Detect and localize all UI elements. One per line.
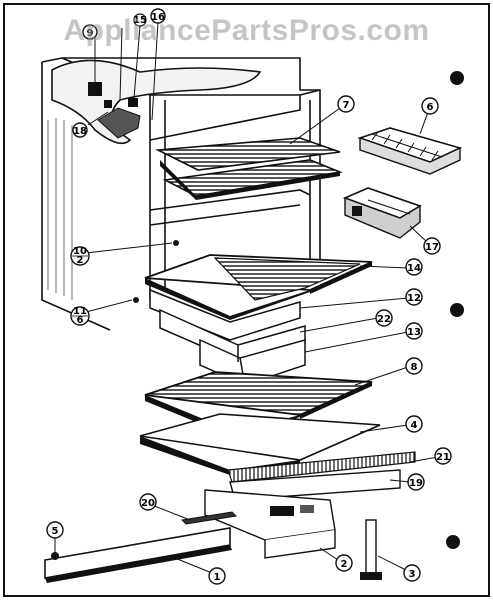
callout-7-label: 7 (343, 100, 350, 111)
callout-21: 21 (434, 447, 452, 465)
callout-12-label: 12 (407, 293, 421, 304)
callout-8: 8 (405, 357, 423, 375)
callout-11: 11 6 (70, 306, 90, 326)
ice-tray (357, 127, 463, 175)
leveling-leg (360, 519, 382, 580)
callout-17-label: 17 (425, 242, 439, 253)
callout-9-label: 9 (87, 28, 94, 39)
callout-19-label: 19 (409, 478, 423, 489)
callout-12: 12 (405, 288, 423, 306)
callout-15: 15 (133, 13, 147, 27)
callout-11-sub: 6 (77, 315, 84, 326)
callout-19: 19 (407, 473, 425, 491)
callout-6: 6 (421, 97, 439, 115)
callout-10-sub: 2 (77, 255, 84, 266)
callout-22-label: 22 (377, 314, 391, 325)
callout-18-label: 18 (73, 126, 87, 137)
ice-maker (342, 187, 422, 239)
callout-3-label: 3 (409, 569, 416, 580)
diagram-border (3, 3, 490, 597)
callout-15-label: 15 (133, 15, 147, 26)
cabinet-side-shading (47, 118, 73, 300)
callout-4-label: 4 (411, 420, 418, 431)
crisper-drawers (149, 288, 306, 386)
screws (51, 240, 179, 560)
callout-22: 22 (375, 309, 393, 327)
callout-1-label: 1 (214, 572, 221, 583)
callout-20-label: 20 (141, 498, 155, 509)
callout-13-label: 13 (407, 327, 421, 338)
callout-9: 9 (82, 24, 98, 40)
thermostat-assembly (88, 82, 141, 139)
callout-13: 13 (405, 322, 423, 340)
callout-7: 7 (337, 95, 355, 113)
callout-5: 5 (46, 521, 64, 539)
callout-6-label: 6 (427, 102, 434, 113)
leader-lines (54, 21, 439, 574)
callout-18: 18 (72, 122, 88, 138)
callout-4: 4 (405, 415, 423, 433)
callout-14: 14 (405, 258, 423, 276)
part-callouts: 9 16 15 18 7 6 17 10 2 11 6 14 12 22 13 … (46, 8, 452, 585)
callout-2: 2 (335, 554, 353, 572)
callout-11-label: 11 (73, 306, 87, 317)
kick-plate (44, 527, 232, 583)
callout-3: 3 (403, 564, 421, 582)
callout-5-label: 5 (52, 526, 59, 537)
glass-cover-panel (139, 413, 381, 475)
callout-10: 10 2 (70, 246, 90, 266)
upper-shelf (155, 137, 343, 200)
callout-1: 1 (208, 567, 226, 585)
callout-2-label: 2 (341, 559, 348, 570)
registration-dots (446, 71, 464, 549)
bottom-vent-assembly (180, 451, 416, 559)
callout-8-label: 8 (411, 362, 418, 373)
callout-17: 17 (423, 237, 441, 255)
crisper-cover-shelf (144, 254, 373, 320)
callout-14-label: 14 (407, 263, 421, 274)
callout-21-label: 21 (436, 452, 450, 463)
callout-16-label: 16 (151, 12, 165, 23)
callout-16: 16 (150, 8, 166, 24)
callout-20: 20 (139, 493, 157, 511)
callout-10-label: 10 (73, 246, 87, 257)
